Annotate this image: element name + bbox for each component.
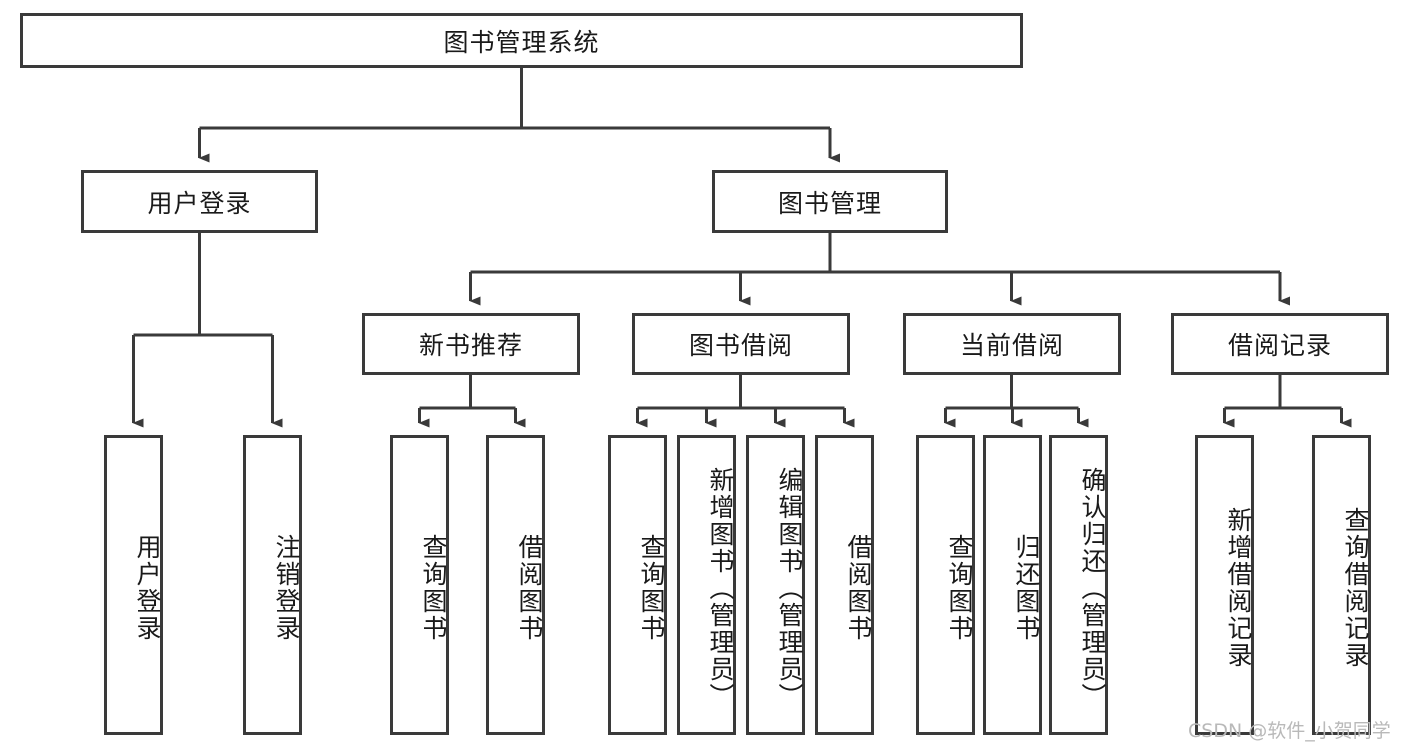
node-label: 注销登录: [272, 534, 301, 642]
node-label: 用户登录: [133, 534, 162, 642]
node-user-login[interactable]: 用户登录: [81, 170, 318, 233]
node-label: 新书推荐: [418, 331, 523, 360]
leaf-add-book-admin[interactable]: 新增图书（管理员）: [677, 435, 736, 735]
node-label: 查询借阅记录: [1341, 507, 1370, 669]
node-label: 用户登录: [147, 188, 252, 218]
leaf-query-borrow-record[interactable]: 查询借阅记录: [1312, 435, 1371, 735]
node-root-book-management-system[interactable]: 图书管理系统: [20, 13, 1023, 68]
leaf-query-books-new[interactable]: 查询图书: [390, 435, 449, 735]
node-label: 查询图书: [419, 534, 448, 642]
node-label: 图书借阅: [688, 331, 793, 360]
leaf-borrow-books-new[interactable]: 借阅图书: [486, 435, 545, 735]
node-label: 当前借阅: [959, 331, 1064, 360]
node-label: 借阅图书: [515, 534, 544, 642]
leaf-logout[interactable]: 注销登录: [243, 435, 302, 735]
node-borrow-records[interactable]: 借阅记录: [1171, 313, 1389, 375]
node-label: 查询图书: [637, 534, 666, 642]
node-label: 借阅记录: [1227, 331, 1332, 360]
node-book-borrowing[interactable]: 图书借阅: [632, 313, 850, 375]
leaf-confirm-return-admin[interactable]: 确认归还（管理员）: [1049, 435, 1108, 735]
node-label: 编辑图书（管理员）: [775, 466, 804, 710]
leaf-query-books-borrow[interactable]: 查询图书: [608, 435, 667, 735]
leaf-edit-book-admin[interactable]: 编辑图书（管理员）: [746, 435, 805, 735]
leaf-user-login[interactable]: 用户登录: [104, 435, 163, 735]
leaf-borrow-books-borrow[interactable]: 借阅图书: [815, 435, 874, 735]
node-book-management[interactable]: 图书管理: [712, 170, 948, 233]
node-label: 新增图书（管理员）: [706, 466, 735, 710]
node-label: 查询图书: [945, 534, 974, 642]
node-label: 归还图书: [1012, 534, 1041, 642]
node-label: 确认归还（管理员）: [1078, 466, 1107, 710]
node-label: 图书管理: [777, 188, 882, 218]
leaf-return-books[interactable]: 归还图书: [983, 435, 1042, 735]
node-current-borrowing[interactable]: 当前借阅: [903, 313, 1121, 375]
node-new-book-recommendation[interactable]: 新书推荐: [362, 313, 580, 375]
node-label: 新增借阅记录: [1224, 507, 1253, 669]
node-label: 借阅图书: [844, 534, 873, 642]
leaf-query-books-current[interactable]: 查询图书: [916, 435, 975, 735]
node-label: 图书管理系统: [443, 27, 600, 57]
leaf-add-borrow-record[interactable]: 新增借阅记录: [1195, 435, 1254, 735]
